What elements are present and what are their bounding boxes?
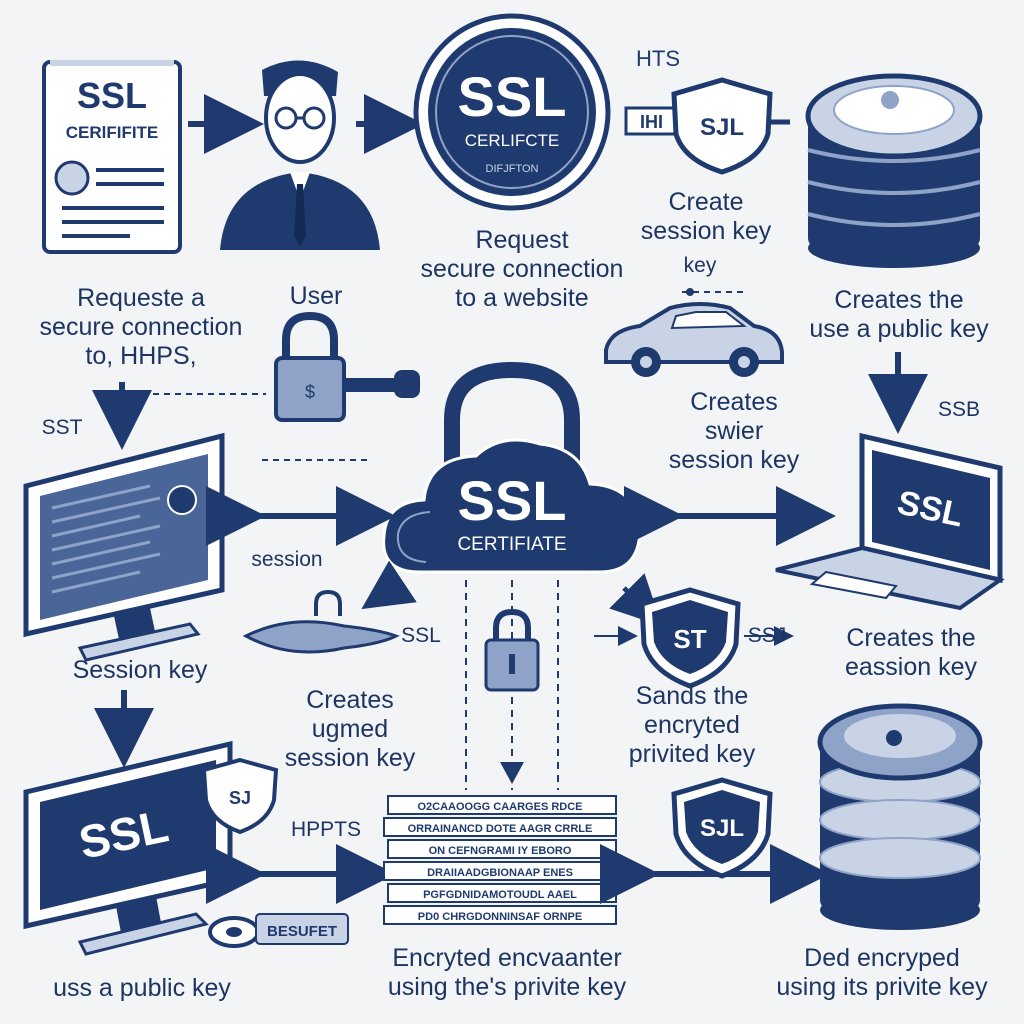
- label-request-secure: Request secure connection to a website: [420, 226, 624, 312]
- padlock-key-icon: $: [120, 311, 420, 461]
- label-sst: SST: [41, 416, 83, 439]
- server-database-bottom-icon: [817, 703, 983, 930]
- label-requests-https: Requeste a secure connection to, HHPS,: [39, 284, 243, 370]
- label-creates-public: Creates the use a public key: [809, 286, 989, 343]
- enc-line-1: O2CAAOOGG CAARGES RDCE: [417, 801, 582, 813]
- label-creates-ugrned: Creates ugmed session key: [284, 686, 416, 772]
- enc-line-2: ORRAINANCD DOTE AAGR CRRLE: [408, 823, 593, 835]
- label-session-key: Session key: [72, 656, 208, 684]
- user-avatar-icon: [220, 60, 380, 250]
- shield-small-left-icon: SJ: [201, 757, 279, 835]
- svg-text:$: $: [305, 382, 315, 402]
- laptop-icon: SSL: [775, 432, 1005, 611]
- label-sands-encrypted: Sands the encryted privited key: [628, 682, 756, 768]
- label-key: key: [683, 254, 717, 277]
- padlock-middle-icon: [484, 608, 540, 784]
- badge-footer: DIFJFTON: [486, 163, 539, 175]
- shield-bottom-right-text: SJL: [700, 815, 744, 842]
- certificate-document-icon: SSL CERlFIFITE: [42, 60, 182, 254]
- shield-middle-icon: ST: [639, 587, 741, 689]
- label-encrypted-private: Encryted encvaanter using the's privite …: [387, 944, 627, 1001]
- monitor-bottom-icon: SSL: [23, 740, 233, 956]
- label-public-key-bottom: uss a public key: [53, 974, 231, 1002]
- monitor-left-icon: [23, 432, 225, 662]
- cert-doc-title: SSL: [77, 75, 147, 116]
- enc-line-5: PGFGDNIDAMOTOUDL AAEL: [423, 889, 577, 901]
- key-tag-icon: BESUFET: [208, 913, 349, 948]
- car-icon: [604, 288, 784, 377]
- shield-top-text: SJL: [700, 114, 744, 141]
- enc-line-4: DRAIIAADGBIONAAP ENES: [427, 867, 573, 879]
- label-hpts: HPPTS: [290, 818, 361, 841]
- svg-text:IHI: IHI: [640, 112, 663, 132]
- badge-title: SSL: [458, 65, 567, 128]
- label-user: User: [289, 282, 343, 310]
- enc-line-6: PD0 CHRGDONNINSAF ORNPE: [418, 911, 582, 923]
- ssl-cloud-padlock-icon: SSL CERTIFIATE: [382, 361, 642, 574]
- label-ssb: SSB: [937, 398, 981, 421]
- label-create-session: Create session key: [640, 188, 772, 245]
- shield-small-left-text: SJ: [229, 788, 251, 808]
- hts-label: HTS: [636, 46, 680, 71]
- shield-bottom-right-icon: SJL: [671, 777, 773, 879]
- cloud-title: SSL: [458, 469, 567, 532]
- key-decrypt-icon: [242, 560, 417, 654]
- encrypted-data-block: O2CAAOOGG CAARGES RDCE ORRAINANCD DOTE A…: [383, 795, 617, 925]
- label-creates-swier: Creates swier session key: [668, 388, 800, 474]
- label-dec-encrypted: Ded encryped using its privite key: [776, 944, 988, 1001]
- label-ssj-small: SSJ: [747, 624, 787, 647]
- cert-doc-subtitle: CERlFIFITE: [66, 123, 159, 142]
- label-session: session: [251, 548, 323, 571]
- shield-top-icon: SJL: [671, 77, 773, 175]
- label-ssl-small: SSL: [401, 624, 441, 647]
- server-database-top-icon: [805, 73, 983, 268]
- key-tag-text: BESUFET: [267, 923, 337, 940]
- badge-subtitle: CERLIFCTE: [465, 131, 559, 150]
- label-creates-eession: Creates the eassion key: [844, 624, 978, 681]
- cloud-subtitle: CERTIFIATE: [457, 534, 566, 555]
- ssl-certificate-badge-icon: SSL CERLIFCTE DIFJFTON: [413, 13, 611, 211]
- shield-middle-text: ST: [673, 624, 706, 654]
- enc-line-3: ON CEFNGRAMI IY EBORO: [429, 845, 572, 857]
